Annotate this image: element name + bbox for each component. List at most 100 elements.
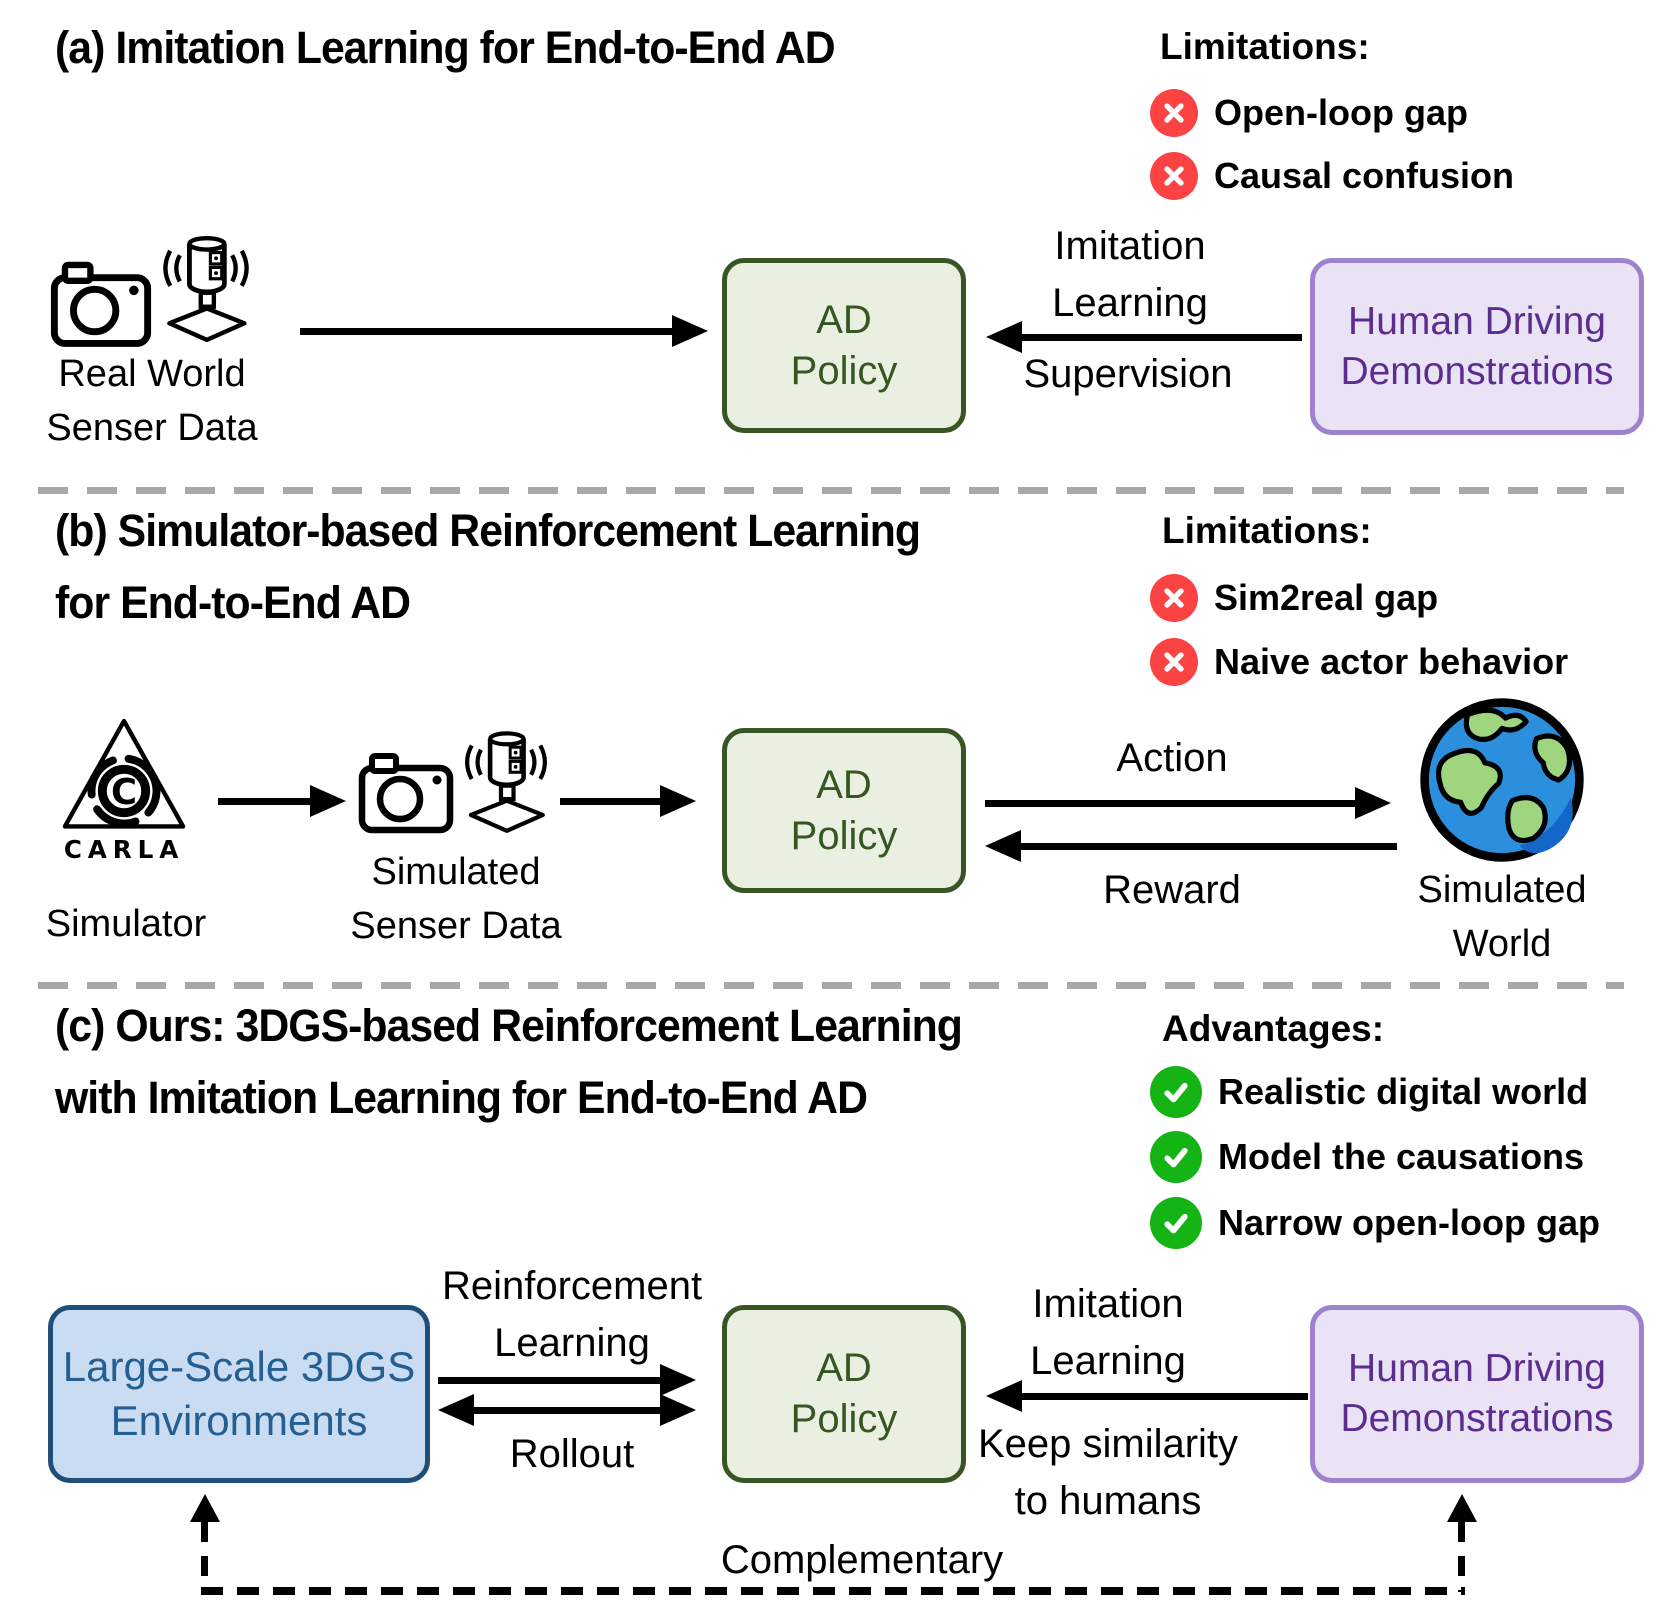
- carla-logo: C CARLA: [62, 718, 186, 864]
- label-line: Action: [1116, 736, 1228, 780]
- arrow-hdd-to-policy: [1022, 334, 1302, 341]
- box-line: Policy: [790, 1397, 898, 1441]
- limitation-text: Open-loop gap: [1214, 92, 1468, 133]
- arrow-head-right: [1355, 787, 1391, 819]
- check-glyph: [1164, 1213, 1188, 1234]
- limitation-row: Causal confusion: [1150, 152, 1514, 200]
- imitation-learning-label: Imitation Learning: [1052, 218, 1208, 332]
- label-line: Simulated: [371, 851, 541, 893]
- box-line: Policy: [790, 813, 898, 858]
- limitation-text: Sim2real gap: [1214, 577, 1439, 618]
- x-glyph: [1164, 588, 1184, 608]
- x-glyph: [1164, 652, 1184, 672]
- label-line: Supervision: [1023, 352, 1233, 396]
- arrow-hdd-to-policy: [1022, 1393, 1308, 1400]
- limitation-text: Causal confusion: [1214, 155, 1515, 196]
- label-line: to humans: [1014, 1478, 1202, 1523]
- carla-wordmark: CARLA: [64, 835, 184, 864]
- label-line: Simulated: [1417, 869, 1587, 911]
- limitation-row: Sim2real gap: [1150, 574, 1438, 622]
- arrow-head-right: [672, 315, 708, 347]
- panel-c-title-line2: with Imitation Learning for End-to-End A…: [55, 1072, 868, 1123]
- simulated-sensor-label: Simulated Senser Data: [350, 846, 561, 954]
- check-circle-icon: [1150, 1197, 1202, 1249]
- human-driving-demos-box: Human Driving Demonstrations: [1310, 1305, 1644, 1483]
- simulator-label: Simulator: [46, 898, 207, 952]
- rollout-label: Rollout: [510, 1426, 635, 1483]
- arrow-rollout: [474, 1407, 662, 1414]
- box-line: Environments: [110, 1397, 368, 1444]
- advantage-row: Narrow open-loop gap: [1150, 1197, 1600, 1249]
- check-circle-icon: [1150, 1066, 1202, 1118]
- label-line: Imitation: [1054, 224, 1206, 268]
- label-line: Rollout: [509, 1432, 635, 1476]
- camera-icon: [50, 261, 152, 347]
- box-line: Human Driving: [1348, 299, 1606, 343]
- arrow-sensors-to-policy: [560, 798, 662, 805]
- camera-icon: [358, 753, 454, 834]
- check-circle-icon: [1150, 1131, 1202, 1183]
- box-line: Demonstrations: [1340, 1397, 1614, 1440]
- human-driving-demos-box: Human Driving Demonstrations: [1310, 258, 1644, 435]
- check-glyph: [1164, 1082, 1188, 1103]
- arrow-head-left: [985, 830, 1021, 862]
- arrow-reward: [1021, 843, 1397, 850]
- dashed-divider: [38, 982, 1624, 989]
- panel-a-limitations-heading: Limitations:: [1160, 26, 1370, 67]
- advantage-text: Model the causations: [1218, 1136, 1585, 1177]
- label-line: Reward: [1103, 868, 1241, 912]
- advantage-row: Realistic digital world: [1150, 1066, 1588, 1118]
- label-line: Reinforcement: [441, 1264, 703, 1308]
- lidar-icon: [465, 731, 547, 833]
- label-line: Learning: [1052, 280, 1208, 325]
- label-line: Senser Data: [46, 406, 258, 449]
- reward-label: Reward: [1103, 862, 1241, 919]
- carla-letter: C: [111, 772, 137, 813]
- simulated-world-label: Simulated World: [1418, 864, 1587, 972]
- ad-policy-box: AD Policy: [722, 258, 966, 433]
- keep-similarity-label: Keep similarity to humans: [978, 1416, 1238, 1530]
- label-line: Keep similarity: [977, 1422, 1239, 1466]
- advantage-row: Model the causations: [1150, 1131, 1584, 1183]
- arrow-carla-to-sensors: [218, 798, 312, 805]
- dashed-arrow-up-head: [1447, 1494, 1477, 1522]
- box-line: AD: [816, 297, 872, 342]
- check-glyph: [1164, 1147, 1188, 1168]
- action-label: Action: [1116, 730, 1227, 787]
- limitation-row: Open-loop gap: [1150, 89, 1468, 137]
- real-world-sensor-label: Real World Senser Data: [46, 348, 257, 456]
- complementary-label: Complementary: [721, 1532, 1003, 1589]
- dashed-arrow-up-head: [190, 1494, 220, 1522]
- box-line: AD: [816, 1346, 872, 1390]
- box-line: Policy: [790, 348, 898, 393]
- x-glyph: [1164, 166, 1184, 186]
- limitation-row: Naive actor behavior: [1150, 638, 1568, 686]
- arrow-head-right: [660, 1364, 696, 1396]
- label-line: Imitation: [1032, 1282, 1184, 1326]
- arrow-head-right: [310, 785, 346, 817]
- limitation-text: Naive actor behavior: [1214, 641, 1569, 682]
- box-line: Human Driving: [1348, 1347, 1606, 1390]
- earth-globe-icon: [1420, 698, 1584, 862]
- arrow-head-left: [986, 321, 1022, 353]
- panel-c-title-line1: (c) Ours: 3DGS-based Reinforcement Learn…: [55, 1000, 963, 1051]
- reinforcement-learning-label: Reinforcement Learning: [442, 1258, 702, 1372]
- panel-b-title-line1: (b) Simulator-based Reinforcement Learni…: [55, 505, 921, 556]
- dashed-horizontal-line: [201, 1587, 1465, 1595]
- box-line: Large-Scale 3DGS: [62, 1343, 416, 1390]
- panel-b-title-line2: for End-to-End AD: [55, 577, 411, 628]
- arrow-head-right: [660, 785, 696, 817]
- ad-policy-box: AD Policy: [722, 1305, 966, 1483]
- advantage-text: Narrow open-loop gap: [1218, 1202, 1600, 1243]
- label-line: World: [1452, 922, 1552, 965]
- x-circle-icon: [1150, 574, 1198, 622]
- x-circle-icon: [1150, 638, 1198, 686]
- label-line: Real World: [58, 353, 246, 395]
- x-circle-icon: [1150, 152, 1198, 200]
- arrow-head-left: [438, 1394, 474, 1426]
- arrow-action: [985, 800, 1357, 807]
- large-scale-3dgs-box: Large-Scale 3DGS Environments: [48, 1305, 430, 1483]
- arrow-reinforcement-learning: [438, 1377, 662, 1384]
- panel-c-advantages-heading: Advantages:: [1162, 1008, 1385, 1049]
